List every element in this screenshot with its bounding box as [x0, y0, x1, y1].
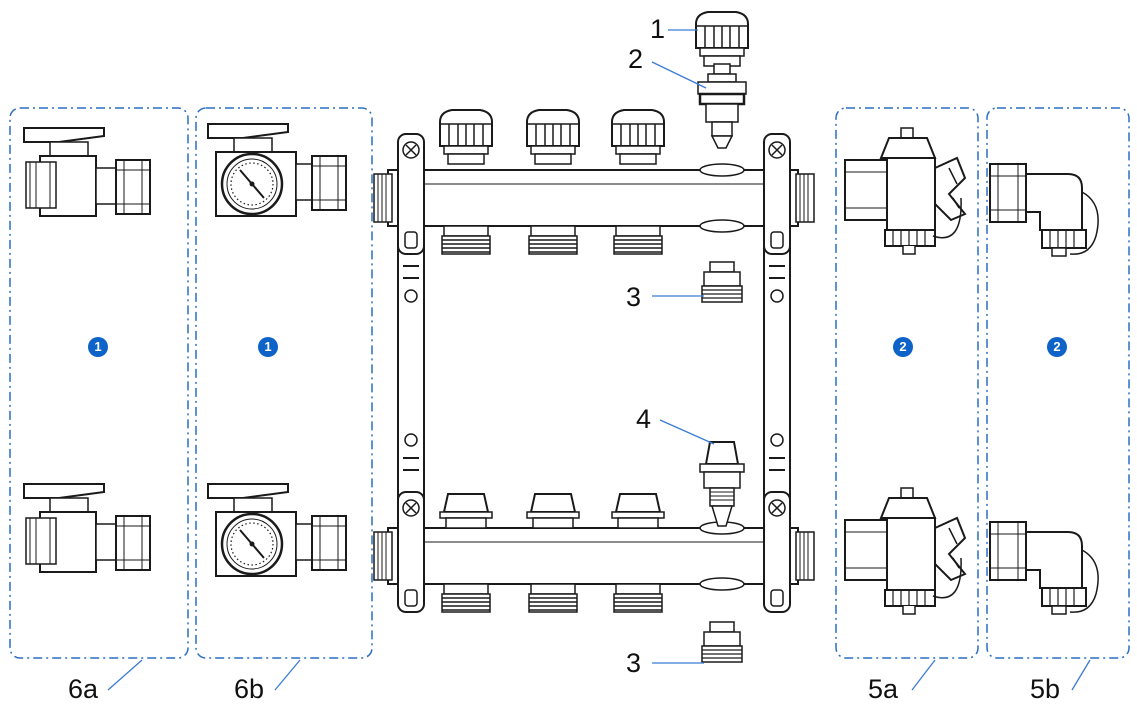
- leader-lines: [107, 29, 1091, 691]
- callout-4: 4: [636, 404, 652, 434]
- badge-6a: 1: [88, 337, 108, 357]
- nipple-icon: [701, 621, 743, 663]
- group-label-5a: 5a: [868, 674, 899, 704]
- callout-2: 2: [628, 44, 644, 74]
- callout-3: 3: [626, 282, 642, 312]
- badge-6b: 1: [258, 337, 278, 357]
- nipple-icon: [701, 261, 743, 303]
- thermometer-ball-valve-icon: [206, 122, 348, 218]
- fill-drain-valve-icon: [844, 127, 966, 255]
- group-label-6a: 6a: [68, 674, 99, 704]
- group-6b-box: [195, 107, 373, 659]
- callout-1: 1: [650, 14, 666, 44]
- cap-icon: [695, 11, 749, 67]
- ball-valve-icon: [23, 127, 151, 217]
- badge-5b: 2: [1047, 337, 1067, 357]
- group-5a-box: [835, 107, 979, 659]
- group-5b-box: [986, 107, 1130, 659]
- group-label-5b: 5b: [1030, 674, 1061, 704]
- angle-valve-icon: [989, 521, 1100, 615]
- group-6a-box: [9, 107, 189, 659]
- manifold-icon: [373, 109, 815, 613]
- fill-drain-valve-icon: [844, 487, 966, 615]
- flow-meter-insert-icon: [699, 441, 745, 527]
- group-label-6b: 6b: [234, 674, 265, 704]
- ball-valve-icon: [23, 483, 151, 573]
- callout-3-lower: 3: [626, 648, 642, 678]
- angle-valve-icon: [989, 163, 1100, 257]
- thermometer-ball-valve-icon: [206, 482, 348, 578]
- badge-5a: 2: [893, 337, 913, 357]
- valve-insert-icon: [697, 63, 747, 149]
